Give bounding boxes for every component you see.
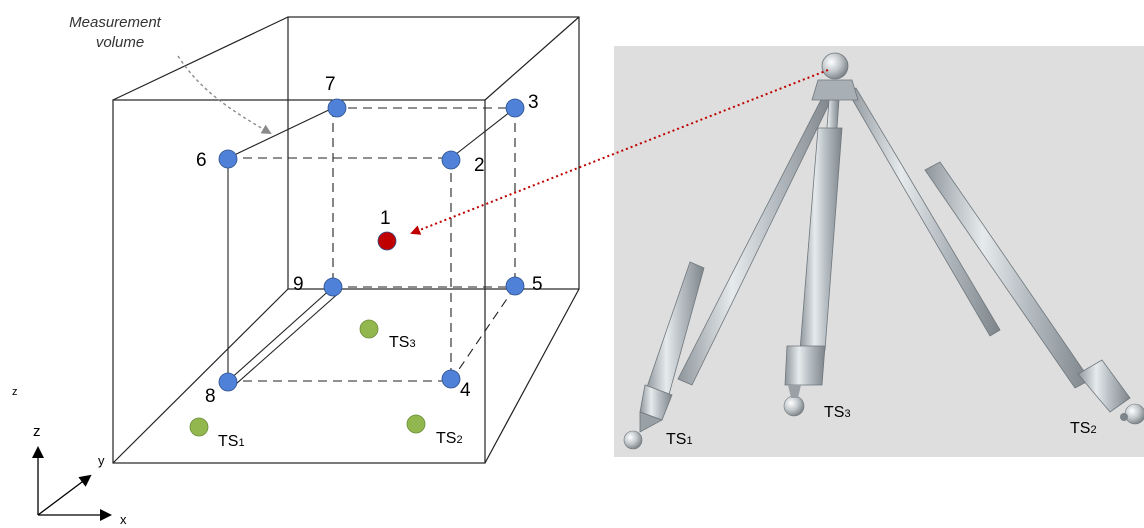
measurement-points — [218, 98, 525, 392]
tripod-leg-ts1 — [623, 91, 834, 450]
z-axis-label: z — [33, 423, 41, 440]
point-6-label: 6 — [196, 150, 207, 171]
point-4-marker — [441, 369, 461, 389]
tripod-hub — [811, 52, 859, 101]
point-2-marker — [441, 150, 461, 170]
stray-z-label: z — [12, 386, 18, 398]
tripod-leg-ts2 — [847, 87, 1144, 425]
point-5-marker — [505, 276, 525, 296]
point-7-label: 7 — [325, 74, 336, 95]
tripod-image: TS1 TS3 TS2 — [614, 46, 1144, 457]
ts1-marker — [189, 417, 209, 437]
measurement-volume-cube — [112, 16, 580, 464]
point-labels: 1 2 3 4 5 6 7 8 9 — [196, 74, 543, 407]
tripod-ts2-label: TS2 — [1070, 420, 1097, 437]
y-axis-label: y — [98, 453, 105, 468]
inner-dashed-cube — [227, 107, 516, 385]
annotation-line-2: volume — [96, 34, 144, 51]
ts1-label: TS1 — [218, 433, 245, 450]
ts2-label: TS2 — [436, 430, 463, 447]
point-9-marker — [323, 277, 343, 297]
point-2-label: 2 — [474, 155, 485, 176]
ts3-marker — [359, 319, 379, 339]
annotation-arrow — [177, 55, 272, 134]
tripod-background — [614, 46, 1144, 457]
measurement-volume-annotation: Measurement volume — [69, 14, 272, 134]
point-6-marker — [218, 149, 238, 169]
sensor-labels: TS1 TS2 TS3 — [218, 334, 463, 450]
sensor-markers — [189, 319, 426, 437]
tripod-ts3-label: TS3 — [824, 404, 851, 421]
point-1-marker — [377, 231, 397, 251]
x-axis-label: x — [120, 512, 127, 527]
point-3-label: 3 — [528, 92, 539, 113]
point-8-label: 8 — [205, 386, 216, 407]
point-7-marker — [327, 98, 347, 118]
point-8-marker — [218, 372, 238, 392]
y-axis-arrow — [37, 474, 92, 516]
point-5-label: 5 — [532, 274, 543, 295]
ts2-marker — [406, 414, 426, 434]
tripod-leg-ts3 — [783, 99, 843, 417]
point-4-label: 4 — [460, 380, 471, 401]
annotation-line-1: Measurement — [69, 14, 162, 31]
point-3-marker — [505, 98, 525, 118]
tripod-ts1-label: TS1 — [666, 431, 693, 448]
point-1-label: 1 — [380, 208, 391, 229]
point-9-label: 9 — [293, 274, 304, 295]
coordinate-axes: z y x z — [12, 386, 127, 527]
ts3-label: TS3 — [389, 334, 416, 351]
